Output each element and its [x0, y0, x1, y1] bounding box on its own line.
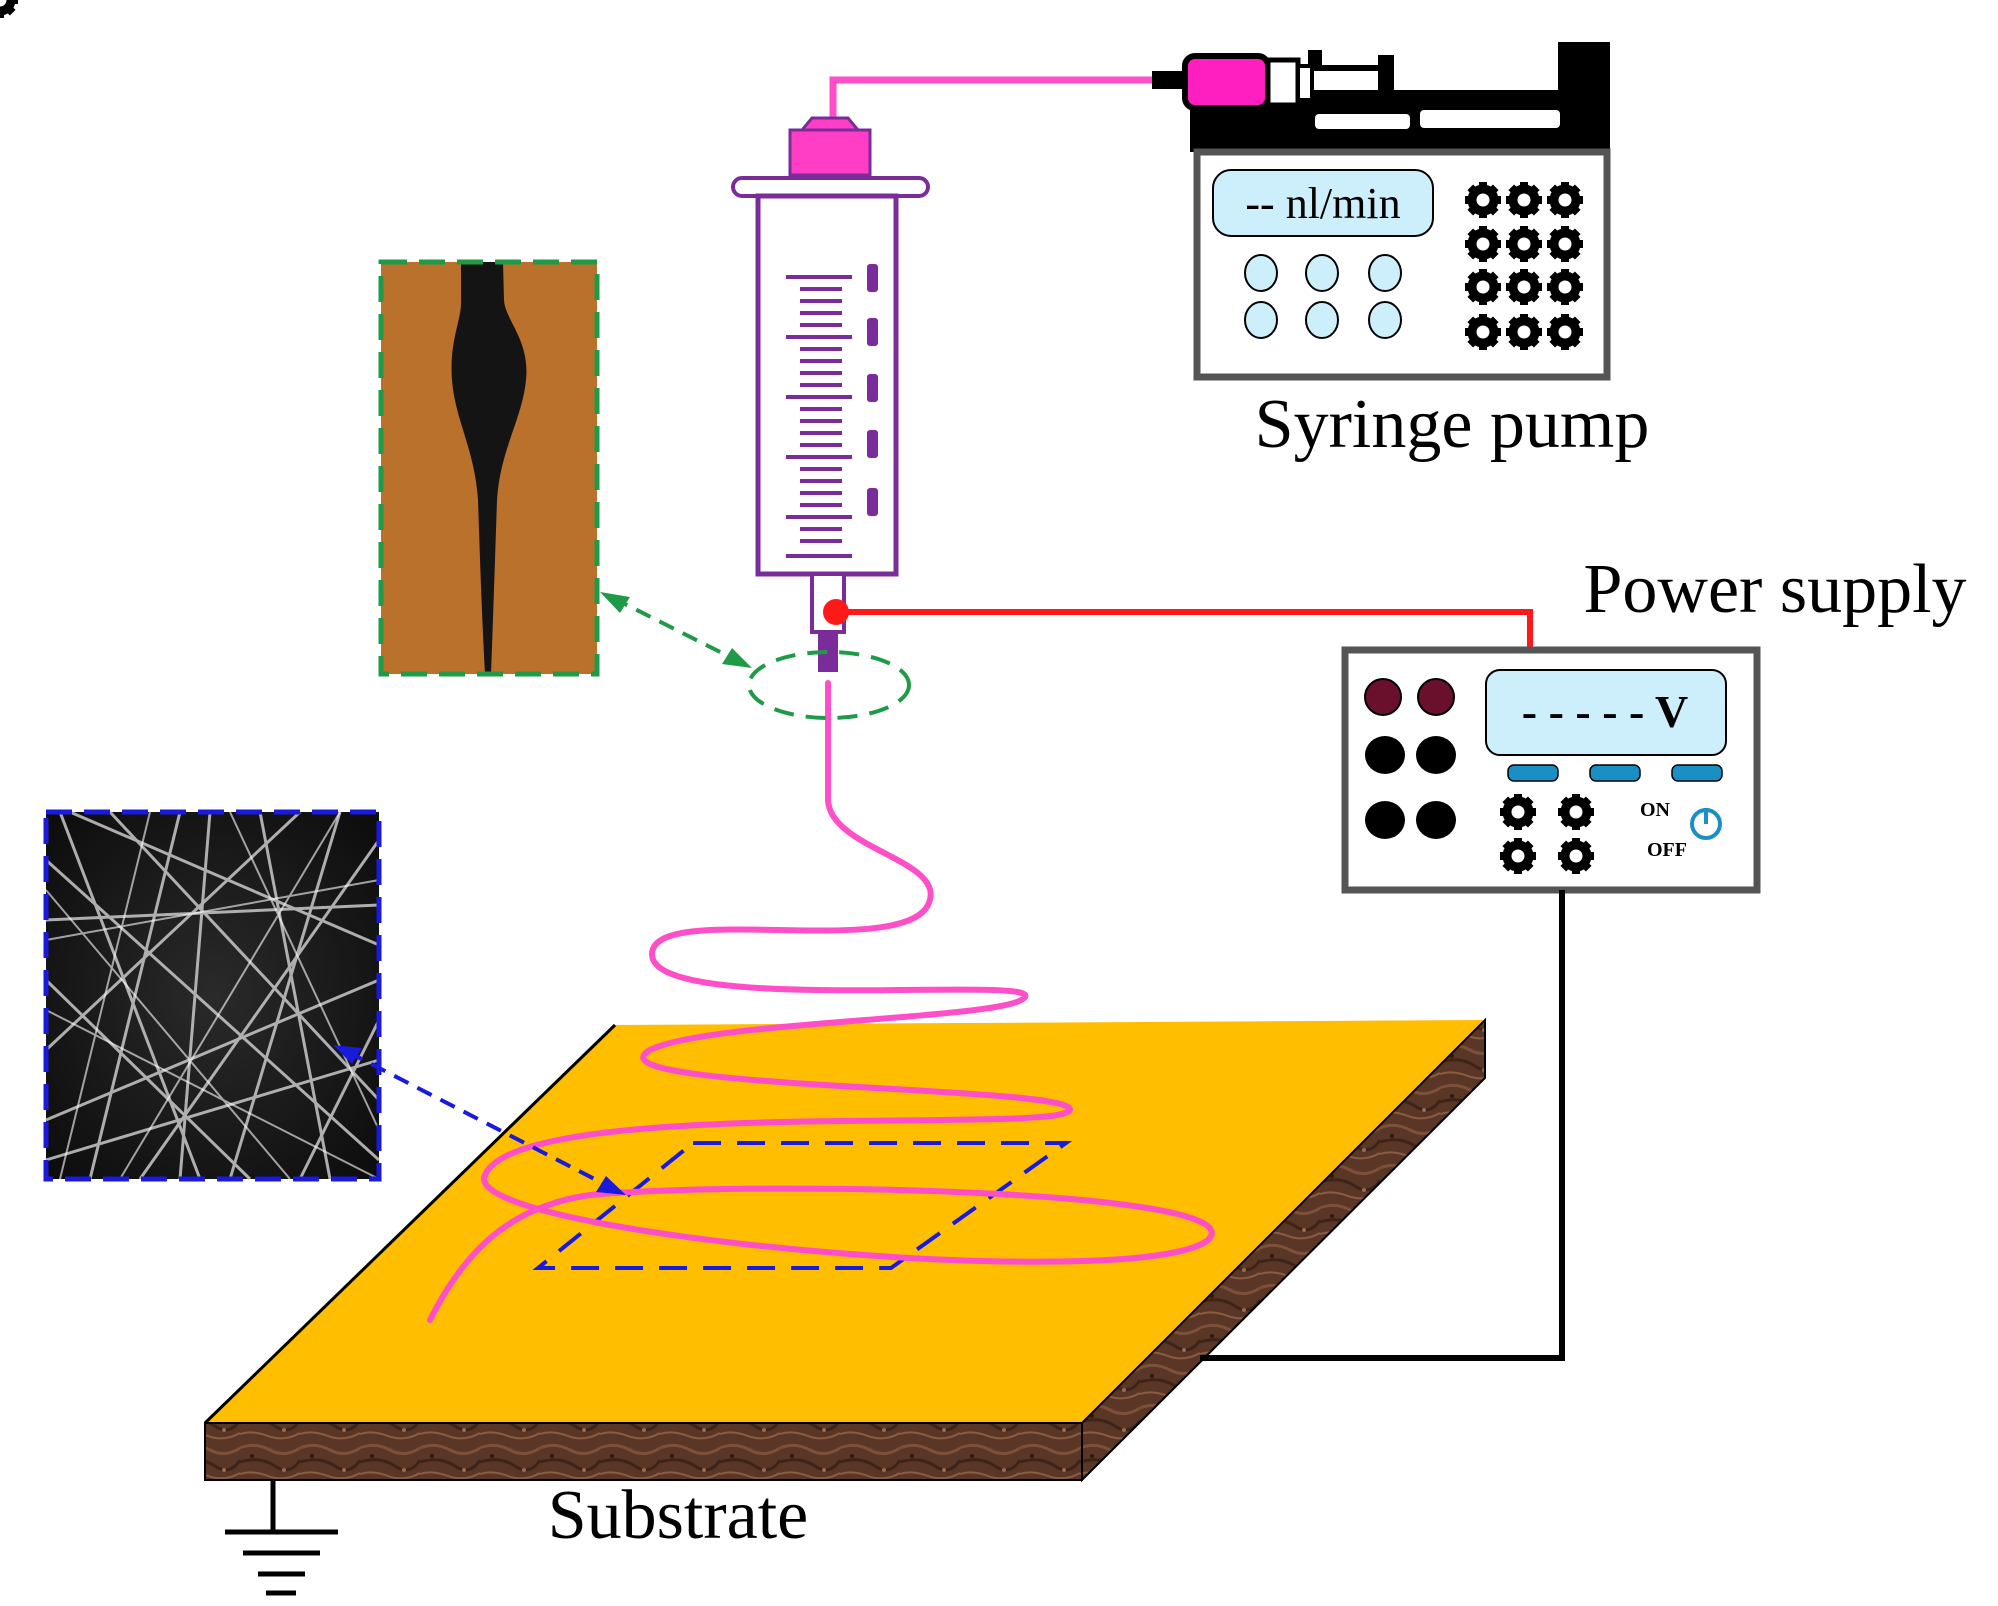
needle-contact-point: [823, 599, 849, 625]
substrate-top: [205, 1020, 1485, 1423]
power-supply-label: Power supply: [1583, 551, 1966, 628]
power-button-2: [1589, 764, 1641, 782]
power-display: [1485, 669, 1727, 756]
electrospinning-jet: [427, 680, 1215, 1323]
power-supply-icon: - - - - - V ON OFF: [1341, 646, 1761, 894]
substrate-side-face: [1081, 1017, 1486, 1483]
pump-display-text: -- nl/min: [1245, 179, 1400, 228]
deposition-area-outline: [532, 1141, 1073, 1270]
feed-tube: [829, 76, 1152, 128]
power-button-1: [1507, 764, 1559, 782]
fiber-mat-pointer: [333, 1045, 626, 1195]
pump-knobs: [0, 0, 18, 18]
substrate-front-face: [204, 1422, 1083, 1481]
syringe-pump-label: Syringe pump: [1255, 386, 1650, 463]
syringe-scale-marks: [867, 264, 878, 516]
high-voltage-wire: [836, 609, 1533, 650]
substrate-label: Substrate: [548, 1477, 809, 1554]
off-label: OFF: [1647, 839, 1687, 861]
ground-wire: [1200, 890, 1565, 1361]
power-button-icon: [1690, 808, 1722, 840]
syringe-scale: [786, 275, 852, 558]
substrate: [203, 1017, 1486, 1483]
tube-connector: [1152, 71, 1182, 89]
ground-icon: [225, 1480, 338, 1596]
fiber-mat-image: [43, 809, 382, 1182]
taylor-cone-highlight: [747, 650, 911, 720]
pump-display: [1212, 169, 1434, 237]
on-label: ON: [1640, 799, 1671, 821]
substrate-top-edge: [203, 1023, 617, 1425]
pump-buttons: [1244, 254, 1402, 339]
pump-icon: -- nl/min: [0, 0, 1611, 381]
syringe-icon: [731, 71, 1182, 672]
power-button-3: [1671, 764, 1723, 782]
power-display-text: - - - - - V: [1522, 686, 1688, 737]
taylor-cone-image: [378, 259, 600, 677]
taylor-cone-pointer: [600, 592, 752, 668]
